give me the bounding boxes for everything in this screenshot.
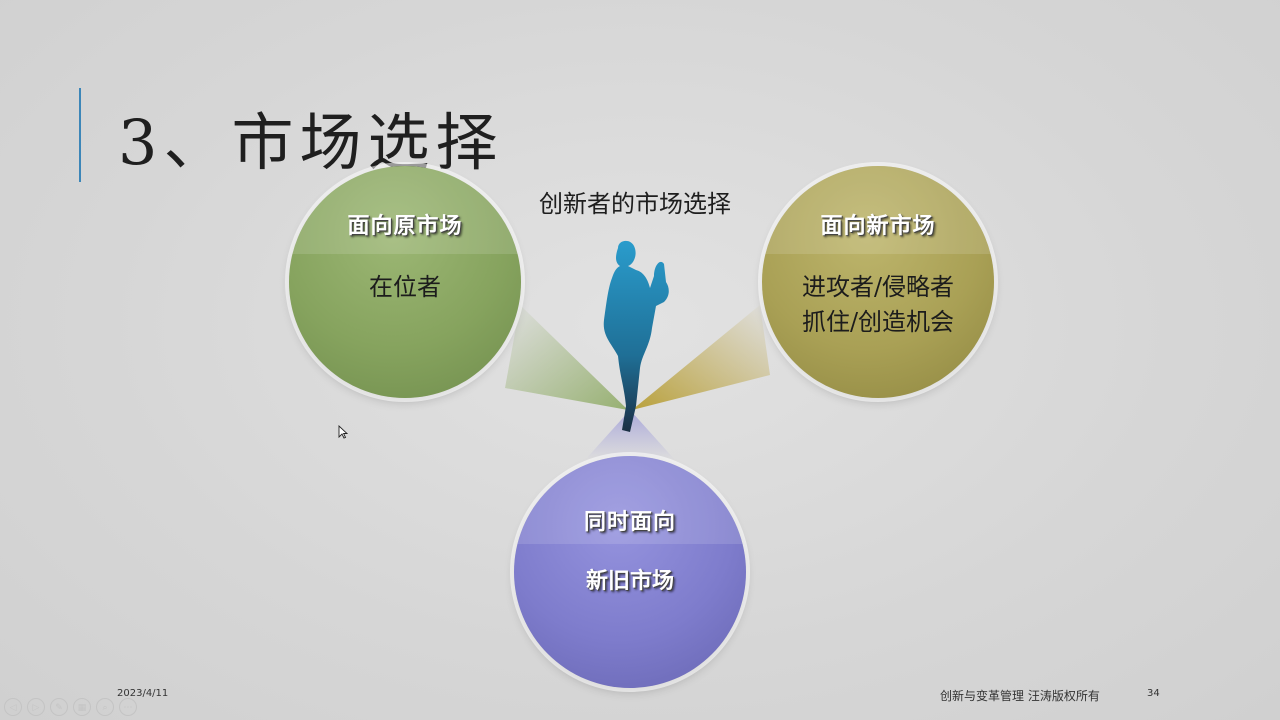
footer-date: 2023/4/11 <box>117 688 169 699</box>
more-icon[interactable]: ⋯ <box>119 698 137 716</box>
title-accent-bar <box>79 88 81 182</box>
circle-highlight <box>762 166 994 255</box>
circle-heading: 面向原市场 <box>347 213 463 239</box>
circle-text-line-1: 进攻者/侵略者 <box>801 273 955 301</box>
slides-icon[interactable]: ▦ <box>73 698 91 716</box>
previous-icon[interactable]: ◁ <box>4 698 22 716</box>
footer-copyright: 创新与变革管理 汪涛版权所有 <box>940 689 1100 703</box>
circle-both-markets: 同时面向 新旧市场 <box>514 456 746 688</box>
pen-icon[interactable]: ✎ <box>50 698 68 716</box>
circle-heading: 同时面向 <box>583 509 676 535</box>
slide-title: 3、市场选择 <box>118 106 504 179</box>
next-icon[interactable]: ▷ <box>27 698 45 716</box>
circle-text: 新旧市场 <box>585 568 674 594</box>
beam-bottom <box>585 410 675 460</box>
beam-right <box>632 305 770 410</box>
person-silhouette-icon <box>603 240 669 432</box>
center-caption: 创新者的市场选择 <box>539 190 731 218</box>
circle-text: 在位者 <box>369 273 441 301</box>
circle-existing-market: 面向原市场 在位者 <box>289 166 521 398</box>
circle-new-market: 面向新市场 进攻者/侵略者 抓住/创造机会 <box>762 166 994 398</box>
page-number: 34 <box>1147 688 1160 699</box>
circle-highlight <box>289 166 521 255</box>
beam-left <box>505 305 628 410</box>
circle-heading: 面向新市场 <box>820 213 936 239</box>
slideshow-controls: ◁ ▷ ✎ ▦ ⌕ ⋯ <box>4 698 137 716</box>
circle-highlight <box>514 456 746 545</box>
zoom-icon[interactable]: ⌕ <box>96 698 114 716</box>
mouse-cursor-icon <box>338 425 348 439</box>
circle-text-line-2: 抓住/创造机会 <box>801 308 955 336</box>
